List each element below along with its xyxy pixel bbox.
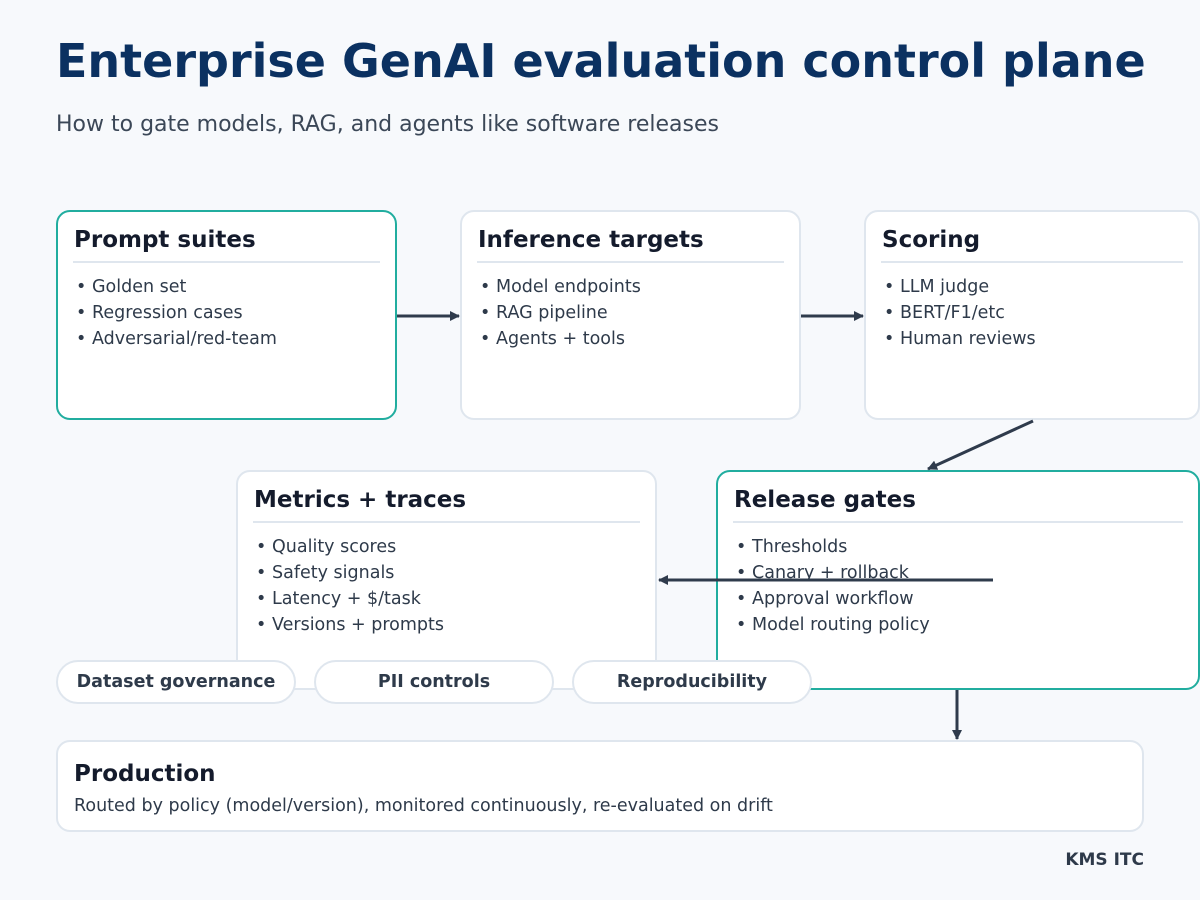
card-title: Inference targets: [478, 227, 704, 253]
pill-reproducibility: Reproducibility: [572, 660, 812, 704]
card-item-list: •Quality scores •Safety signals •Latency…: [256, 534, 444, 638]
production-description: Routed by policy (model/version), monito…: [74, 796, 773, 816]
list-item: •Versions + prompts: [256, 615, 445, 635]
list-item: •LLM judge: [884, 277, 990, 297]
card-item-list: •Model endpoints •RAG pipeline •Agents +…: [480, 274, 641, 352]
card-item-list: •LLM judge •BERT/F1/etc •Human reviews: [884, 274, 1036, 352]
card-title: Metrics + traces: [254, 487, 467, 513]
card-title: Release gates: [734, 487, 916, 513]
pill-pii-controls: PII controls: [314, 660, 554, 704]
card-title: Scoring: [882, 227, 981, 253]
card-item-list: •Golden set •Regression cases •Adversari…: [76, 274, 277, 352]
list-item: •Regression cases: [76, 303, 243, 323]
list-item: •Approval workflow: [736, 589, 914, 609]
inference-targets-card: Inference targets •Model endpoints •RAG …: [460, 210, 801, 420]
list-item: •Quality scores: [256, 537, 397, 557]
list-item: •Golden set: [76, 277, 187, 297]
list-item: •Agents + tools: [480, 329, 625, 349]
card-divider: [733, 521, 1183, 523]
list-item: •Thresholds: [736, 537, 848, 557]
metrics-traces-card: Metrics + traces •Quality scores •Safety…: [236, 470, 657, 690]
page-title: Enterprise GenAI evaluation control plan…: [56, 34, 1146, 88]
card-title: Prompt suites: [74, 227, 256, 253]
list-item: •Model routing policy: [736, 615, 930, 635]
prompt-suites-card: Prompt suites •Golden set •Regression ca…: [56, 210, 397, 420]
card-divider: [253, 521, 640, 523]
list-item: •BERT/F1/etc: [884, 303, 1005, 323]
card-divider: [73, 261, 380, 263]
scoring-card: Scoring •LLM judge •BERT/F1/etc •Human r…: [864, 210, 1200, 420]
release-gates-card: Release gates •Thresholds •Canary + roll…: [716, 470, 1200, 690]
card-divider: [477, 261, 784, 263]
list-item: •Adversarial/red-team: [76, 329, 277, 349]
card-item-list: •Thresholds •Canary + rollback •Approval…: [736, 534, 930, 638]
list-item: •Canary + rollback: [736, 563, 909, 583]
list-item: •Human reviews: [884, 329, 1036, 349]
list-item: •Latency + $/task: [256, 589, 421, 609]
card-divider: [881, 261, 1183, 263]
list-item: •RAG pipeline: [480, 303, 608, 323]
page-subtitle: How to gate models, RAG, and agents like…: [56, 112, 719, 137]
pill-dataset-governance: Dataset governance: [56, 660, 296, 704]
footer-brand: KMS ITC: [1065, 850, 1144, 870]
production-title: Production: [74, 761, 216, 787]
arrow-scoring-to-release: [927, 419, 1034, 471]
production-card: Production Routed by policy (model/versi…: [56, 740, 1144, 832]
list-item: •Safety signals: [256, 563, 395, 583]
list-item: •Model endpoints: [480, 277, 641, 297]
